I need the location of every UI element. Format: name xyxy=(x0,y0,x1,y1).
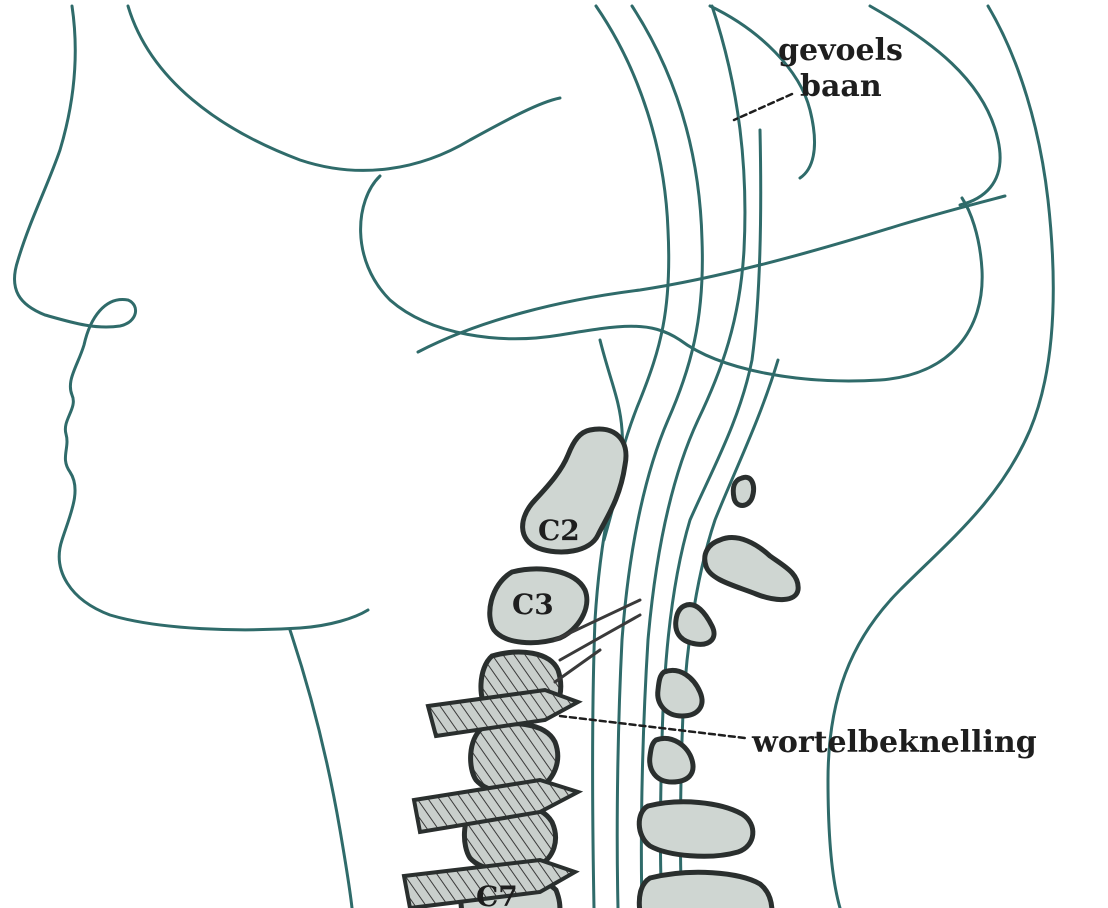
spinous-process-6 xyxy=(639,802,753,856)
brain-line xyxy=(128,6,560,170)
spinous-process-1 xyxy=(733,477,753,505)
cerebellum-line xyxy=(361,176,983,381)
label-wortelbeknelling: wortelbeknelling xyxy=(751,725,1037,760)
tentorium-line xyxy=(418,196,1005,352)
vertebral-bodies xyxy=(461,429,626,908)
spinous-process-3 xyxy=(676,605,714,645)
spinous-process-2 xyxy=(705,538,798,600)
label-c2: C2 xyxy=(538,514,580,547)
neck-front-line xyxy=(290,630,352,908)
spinous-process-7 xyxy=(639,872,772,908)
gevoelsbaan-leader-line xyxy=(734,94,792,120)
spinous-process-4 xyxy=(658,670,702,716)
scalp-line xyxy=(710,6,815,178)
skull-back-line xyxy=(828,6,1053,908)
label-c3: C3 xyxy=(512,588,554,621)
label-baan: baan xyxy=(800,69,882,104)
label-gevoels: gevoels xyxy=(778,33,903,68)
spinous-process-5 xyxy=(650,738,693,782)
wortelbeknelling-leader-line xyxy=(560,716,745,738)
spinous-processes xyxy=(639,477,798,908)
label-c7: C7 xyxy=(476,880,518,908)
